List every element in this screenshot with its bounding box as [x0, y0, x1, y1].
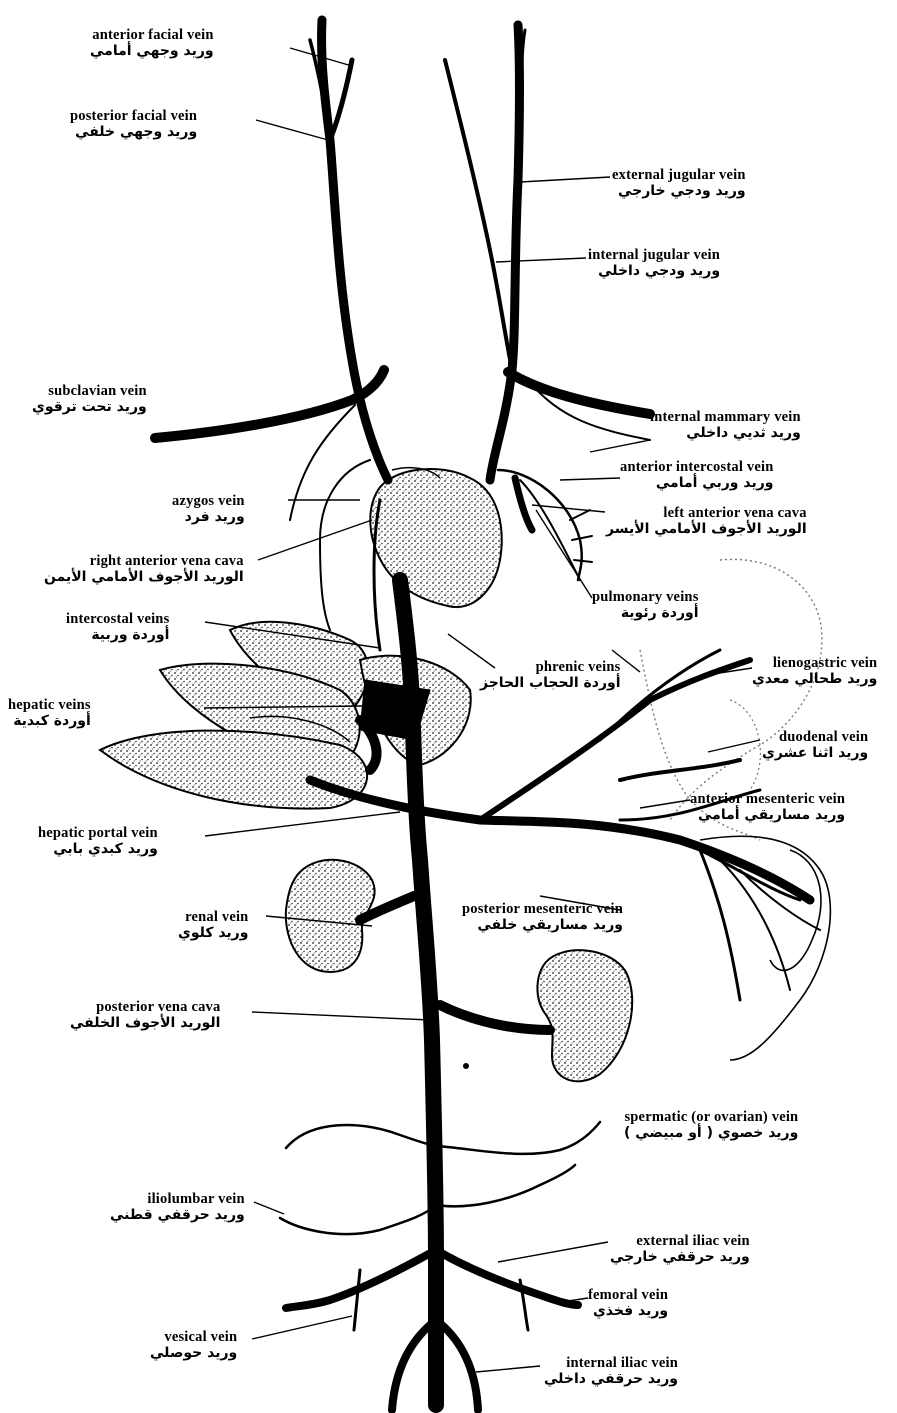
label-ar: وريد حرقفي خارجي	[610, 1250, 750, 1265]
label-duodenal-vein: duodenal vein وريد اثنا عشري	[762, 730, 868, 761]
label-en: external iliac vein	[610, 1234, 750, 1250]
label-ar: أوردة رئوية	[592, 606, 699, 621]
label-external-iliac-vein: external iliac vein وريد حرقفي خارجي	[610, 1234, 750, 1265]
label-ar: وريد فرد	[172, 510, 245, 525]
label-azygos-vein: azygos vein وريد فرد	[172, 494, 245, 525]
label-ar: وريد وربي أمامي	[620, 476, 773, 491]
label-en: vesical vein	[150, 1330, 237, 1346]
label-vesical-vein: vesical vein وريد حوصلي	[150, 1330, 237, 1361]
label-ar: الوريد الأجوف الخلفي	[70, 1016, 220, 1031]
label-en: azygos vein	[172, 494, 245, 510]
label-right-anterior-vena-cava: right anterior vena cava الوريد الأجوف ا…	[44, 554, 244, 585]
label-en: external jugular vein	[612, 168, 746, 184]
label-en: femoral vein	[588, 1288, 668, 1304]
label-ar: أوردة الحجاب الحاجز	[480, 676, 621, 691]
label-posterior-facial-vein: posterior facial vein وريد وجهي خلفي	[70, 109, 197, 140]
heart	[370, 469, 501, 607]
label-en: anterior intercostal vein	[620, 460, 773, 476]
label-ar: وريد حوصلي	[150, 1346, 237, 1361]
label-ar: وريد مساريقي أمامي	[690, 808, 845, 823]
label-subclavian-vein: subclavian vein وريد تحت ترقوي	[32, 384, 147, 415]
label-internal-jugular-vein: internal jugular vein وريد ودجي داخلي	[588, 248, 720, 279]
label-hepatic-veins: hepatic veins أوردة كبدية	[8, 698, 91, 729]
label-ar: وريد خصوي ( أو مبيضي )	[624, 1126, 798, 1141]
label-en: internal mammary vein	[650, 410, 801, 426]
label-en: left anterior vena cava	[606, 506, 807, 522]
label-external-jugular-vein: external jugular vein وريد ودجي خارجي	[612, 168, 746, 199]
label-en: renal vein	[178, 910, 248, 926]
label-en: anterior mesenteric vein	[690, 792, 845, 808]
label-en: phrenic veins	[480, 660, 621, 676]
label-ar: وريد كبدي بابي	[38, 842, 158, 857]
label-posterior-mesenteric-vein: posterior mesenteric vein وريد مساريقي خ…	[462, 902, 623, 933]
label-anterior-intercostal-vein: anterior intercostal vein وريد وربي أمام…	[620, 460, 773, 491]
label-posterior-vena-cava: posterior vena cava الوريد الأجوف الخلفي	[70, 1000, 220, 1031]
label-intercostal-veins: intercostal veins أوردة وربية	[66, 612, 169, 643]
label-femoral-vein: femoral vein وريد فخذي	[588, 1288, 668, 1319]
label-ar: وريد تحت ترقوي	[32, 400, 147, 415]
left-kidney	[537, 950, 632, 1081]
label-en: internal iliac vein	[544, 1356, 678, 1372]
label-ar: الوريد الأجوف الأمامي الأيسر	[606, 522, 807, 537]
label-phrenic-veins: phrenic veins أوردة الحجاب الحاجز	[480, 660, 621, 691]
label-ar: وريد وجهي خلفي	[70, 125, 197, 140]
label-ar: وريد حرقفي داخلي	[544, 1372, 678, 1387]
label-ar: وريد وجهي أمامي	[90, 44, 214, 59]
label-ar: وريد فخذي	[588, 1304, 668, 1319]
label-iliolumbar-vein: iliolumbar vein وريد حرقفي قطني	[110, 1192, 245, 1223]
label-ar: أوردة كبدية	[8, 714, 91, 729]
label-ar: وريد كلوي	[178, 926, 248, 941]
label-internal-iliac-vein: internal iliac vein وريد حرقفي داخلي	[544, 1356, 678, 1387]
label-hepatic-portal-vein: hepatic portal vein وريد كبدي بابي	[38, 826, 158, 857]
label-ar: وريد طحالي معدي	[752, 672, 877, 687]
label-ar: وريد ثديي داخلي	[650, 426, 801, 441]
label-lienogastric-vein: lienogastric vein وريد طحالي معدي	[752, 656, 877, 687]
label-en: internal jugular vein	[588, 248, 720, 264]
label-en: spermatic (or ovarian) vein	[624, 1110, 798, 1126]
label-ar: وريد حرقفي قطني	[110, 1208, 245, 1223]
label-en: pulmonary veins	[592, 590, 699, 606]
label-ar: وريد ودجي خارجي	[612, 184, 746, 199]
label-anterior-facial-vein: anterior facial vein وريد وجهي أمامي	[90, 28, 214, 59]
liver-lobe-lower	[100, 731, 367, 809]
label-pulmonary-veins: pulmonary veins أوردة رئوية	[592, 590, 699, 621]
label-anterior-mesenteric-vein: anterior mesenteric vein وريد مساريقي أم…	[690, 792, 845, 823]
label-ar: الوريد الأجوف الأمامي الأيمن	[44, 570, 244, 585]
label-en: posterior mesenteric vein	[462, 902, 623, 918]
label-ar: وريد مساريقي خلفي	[462, 918, 623, 933]
label-en: anterior facial vein	[90, 28, 214, 44]
label-en: intercostal veins	[66, 612, 169, 628]
label-en: subclavian vein	[32, 384, 147, 400]
label-ar: وريد اثنا عشري	[762, 746, 868, 761]
label-ar: وريد ودجي داخلي	[588, 264, 720, 279]
label-en: right anterior vena cava	[44, 554, 244, 570]
label-en: iliolumbar vein	[110, 1192, 245, 1208]
label-renal-vein: renal vein وريد كلوي	[178, 910, 248, 941]
label-en: hepatic portal vein	[38, 826, 158, 842]
label-en: posterior facial vein	[70, 109, 197, 125]
label-spermatic-vein: spermatic (or ovarian) vein وريد خصوي ( …	[624, 1110, 798, 1141]
label-en: duodenal vein	[762, 730, 868, 746]
label-en: posterior vena cava	[70, 1000, 220, 1016]
label-internal-mammary-vein: internal mammary vein وريد ثديي داخلي	[650, 410, 801, 441]
label-left-anterior-vena-cava: left anterior vena cava الوريد الأجوف ال…	[606, 506, 807, 537]
label-en: lienogastric vein	[752, 656, 877, 672]
label-en: hepatic veins	[8, 698, 91, 714]
label-ar: أوردة وربية	[66, 628, 169, 643]
